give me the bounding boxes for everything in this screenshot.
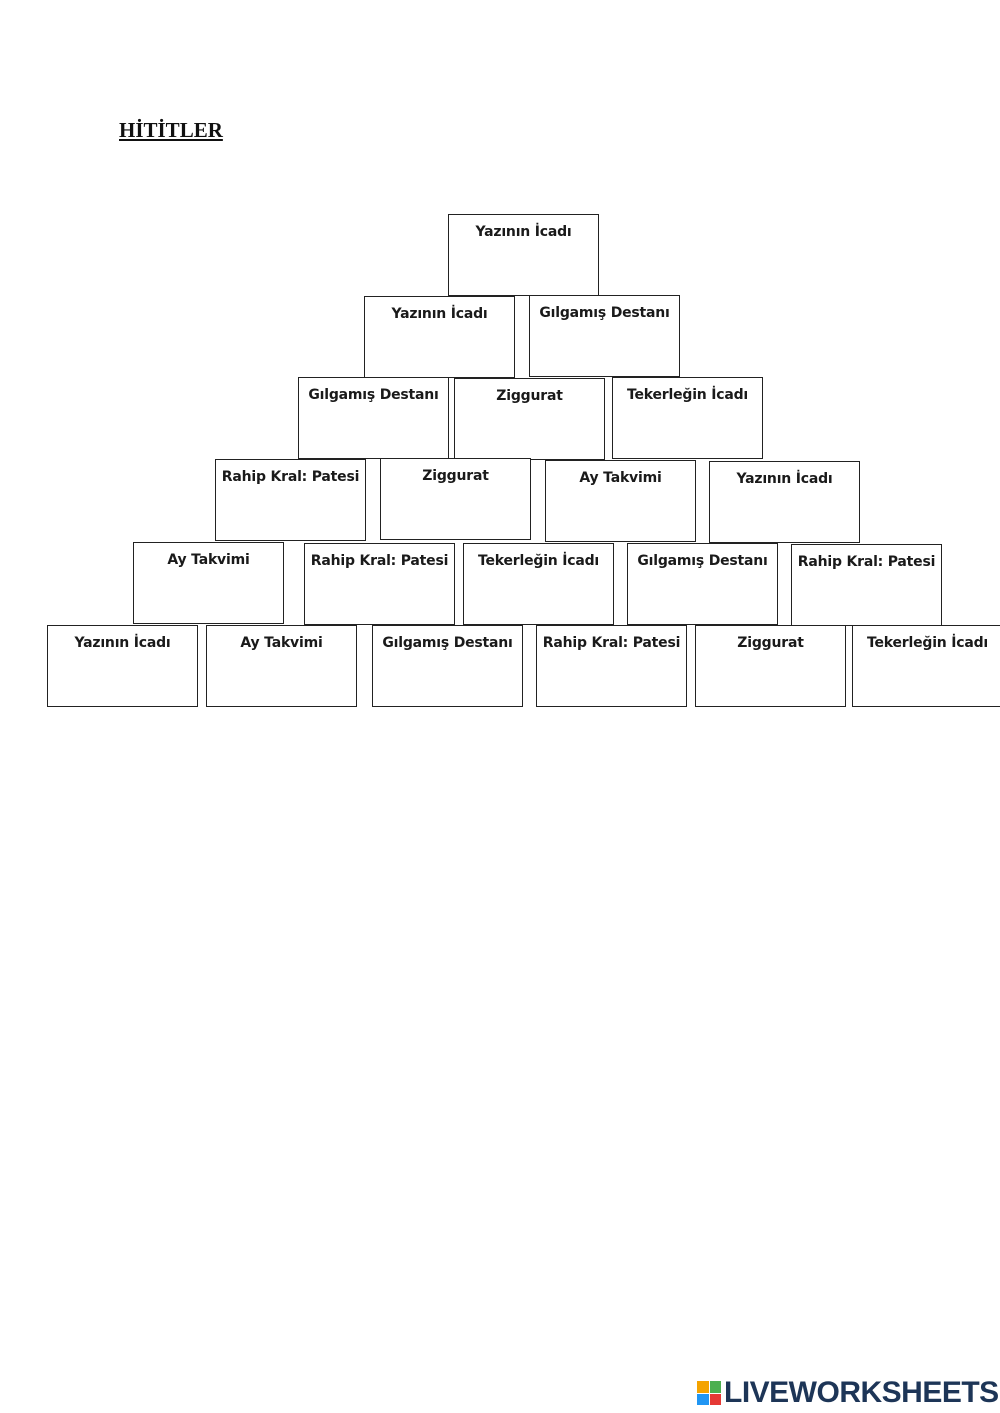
pyramid-box[interactable]: Yazının İcadı [448,214,599,296]
pyramid-box[interactable]: Rahip Kral: Patesi [304,543,455,625]
pyramid-box[interactable]: Gılgamış Destanı [372,625,523,707]
logo-mark-icon [697,1381,721,1405]
liveworksheets-logo: LIVEWORKSHEETS [697,1376,999,1409]
pyramid-box[interactable]: Ziggurat [454,378,605,460]
pyramid-box[interactable]: Gılgamış Destanı [627,543,778,625]
pyramid-box[interactable]: Gılgamış Destanı [529,295,680,377]
pyramid-box[interactable]: Rahip Kral: Patesi [215,459,366,541]
pyramid-box[interactable]: Gılgamış Destanı [298,377,449,459]
pyramid-box[interactable]: Yazının İcadı [709,461,860,543]
logo-text: LIVEWORKSHEETS [724,1376,999,1409]
pyramid-box[interactable]: Ay Takvimi [545,460,696,542]
pyramid-box[interactable]: Tekerleğin İcadı [612,377,763,459]
pyramid-box[interactable]: Ay Takvimi [206,625,357,707]
pyramid-box[interactable]: Ziggurat [695,625,846,707]
pyramid-box[interactable]: Ay Takvimi [133,542,284,624]
pyramid-box[interactable]: Tekerleğin İcadı [463,543,614,625]
pyramid-box[interactable]: Ziggurat [380,458,531,540]
pyramid-box[interactable]: Tekerleğin İcadı [852,625,1000,707]
pyramid-box[interactable]: Rahip Kral: Patesi [791,544,942,626]
pyramid-box[interactable]: Rahip Kral: Patesi [536,625,687,707]
pyramid-box[interactable]: Yazının İcadı [47,625,198,707]
pyramid-box[interactable]: Yazının İcadı [364,296,515,378]
page-title: HİTİTLER [119,118,223,142]
